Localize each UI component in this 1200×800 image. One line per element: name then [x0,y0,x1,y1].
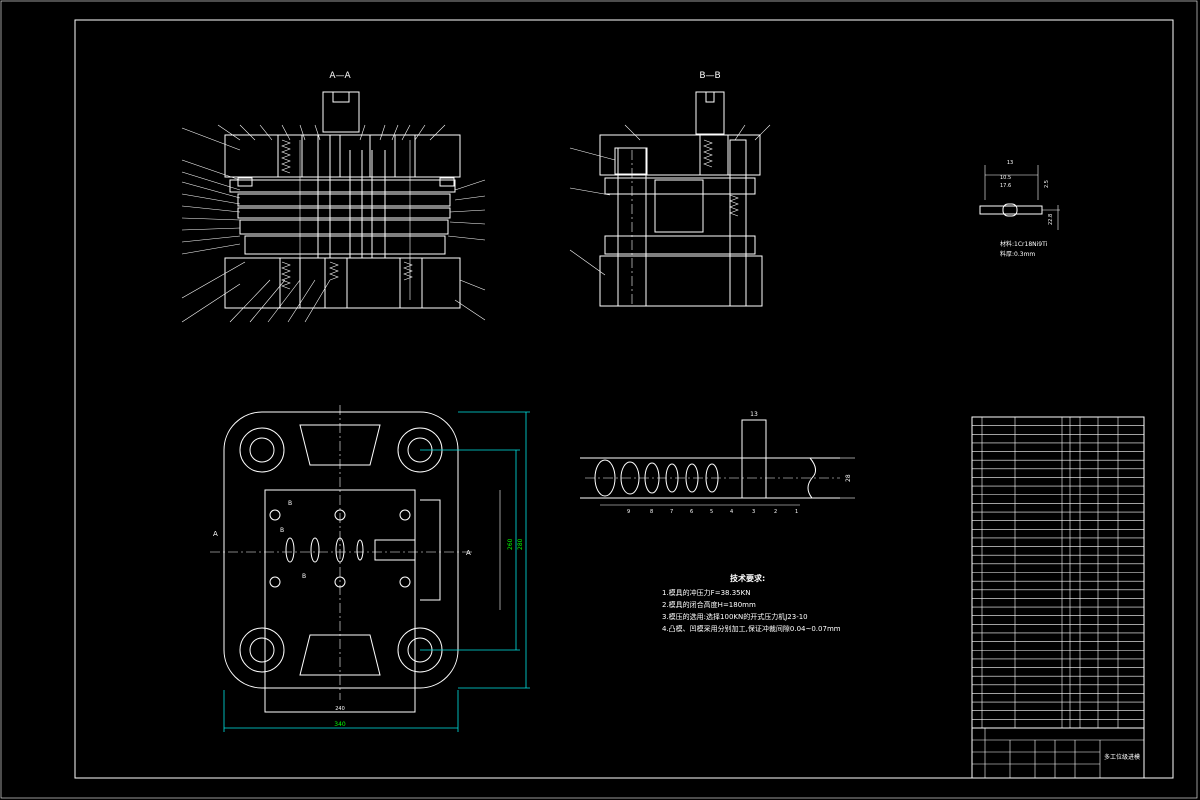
part-material-label: 材料:1Cr18Ni9Ti [1000,240,1048,248]
part-dim-22-8: 22.8 [1048,214,1054,225]
part-drawing: 13 10.5 17.6 2.5 22.8 材料:1Cr18Ni9Ti 料厚:0… [979,160,1060,258]
plan-dim-340: 340 [334,721,346,728]
station-9: 9 [627,509,630,515]
section-mark-b-mid: B [280,527,284,534]
section-mark-a-left: A [213,530,218,538]
station-7: 7 [670,509,673,515]
strip-dim-28: 28 [845,474,852,482]
plan-dim-240: 240 [335,706,345,712]
part-thickness-label: 料厚:0.3mm [1000,250,1035,258]
title-block: 多工位级进模 [971,727,1145,779]
part-dim-17-6: 17.6 [1000,183,1011,189]
section-mark-b-top: B [288,500,292,507]
station-4: 4 [730,509,733,515]
part-dim-13: 13 [1007,160,1013,166]
bill-of-materials [971,416,1145,729]
tech-req-item-2: 2.模具的闭合高度H=180mm [662,600,756,609]
plan-dim-260: 260 [507,538,514,550]
tech-req-title: 技术要求: [730,573,765,583]
part-dim-10-5: 10.5 [1000,175,1011,181]
drawing-frame [74,19,1174,779]
plan-view: A A B B B 340 240 260 280 [210,405,530,732]
tech-req-item-1: 1.模具的冲压力F=38.35KN [662,588,750,597]
station-2: 2 [774,509,777,515]
station-6: 6 [690,509,693,515]
strip-dim-13: 13 [750,411,758,418]
plan-dim-280: 280 [517,538,524,550]
technical-requirements: 技术要求: 1.模具的冲压力F=38.35KN 2.模具的闭合高度H=180mm… [662,573,841,633]
section-view-b-b: B—B [569,71,771,307]
section-view-a-a: A—A [181,71,486,323]
station-3: 3 [752,509,755,515]
tech-req-item-4: 4.凸模、凹模采用分别加工,保证冲裁间隙0.04~0.07mm [662,624,841,633]
strip-layout: 13 28 9 8 7 6 5 4 3 2 1 [580,411,855,515]
part-dim-2-5: 2.5 [1044,180,1050,188]
section-bb-label: B—B [699,71,720,81]
section-mark-a-right: A [466,549,471,557]
station-8: 8 [650,509,653,515]
section-mark-b-bottom: B [302,573,306,580]
tech-req-item-3: 3.模压的选用:选择100KN的开式压力机J23-10 [662,612,808,621]
station-1: 1 [795,509,798,515]
station-5: 5 [710,509,713,515]
drawing-title: 多工位级进模 [1104,753,1140,761]
section-aa-label: A—A [329,71,351,81]
